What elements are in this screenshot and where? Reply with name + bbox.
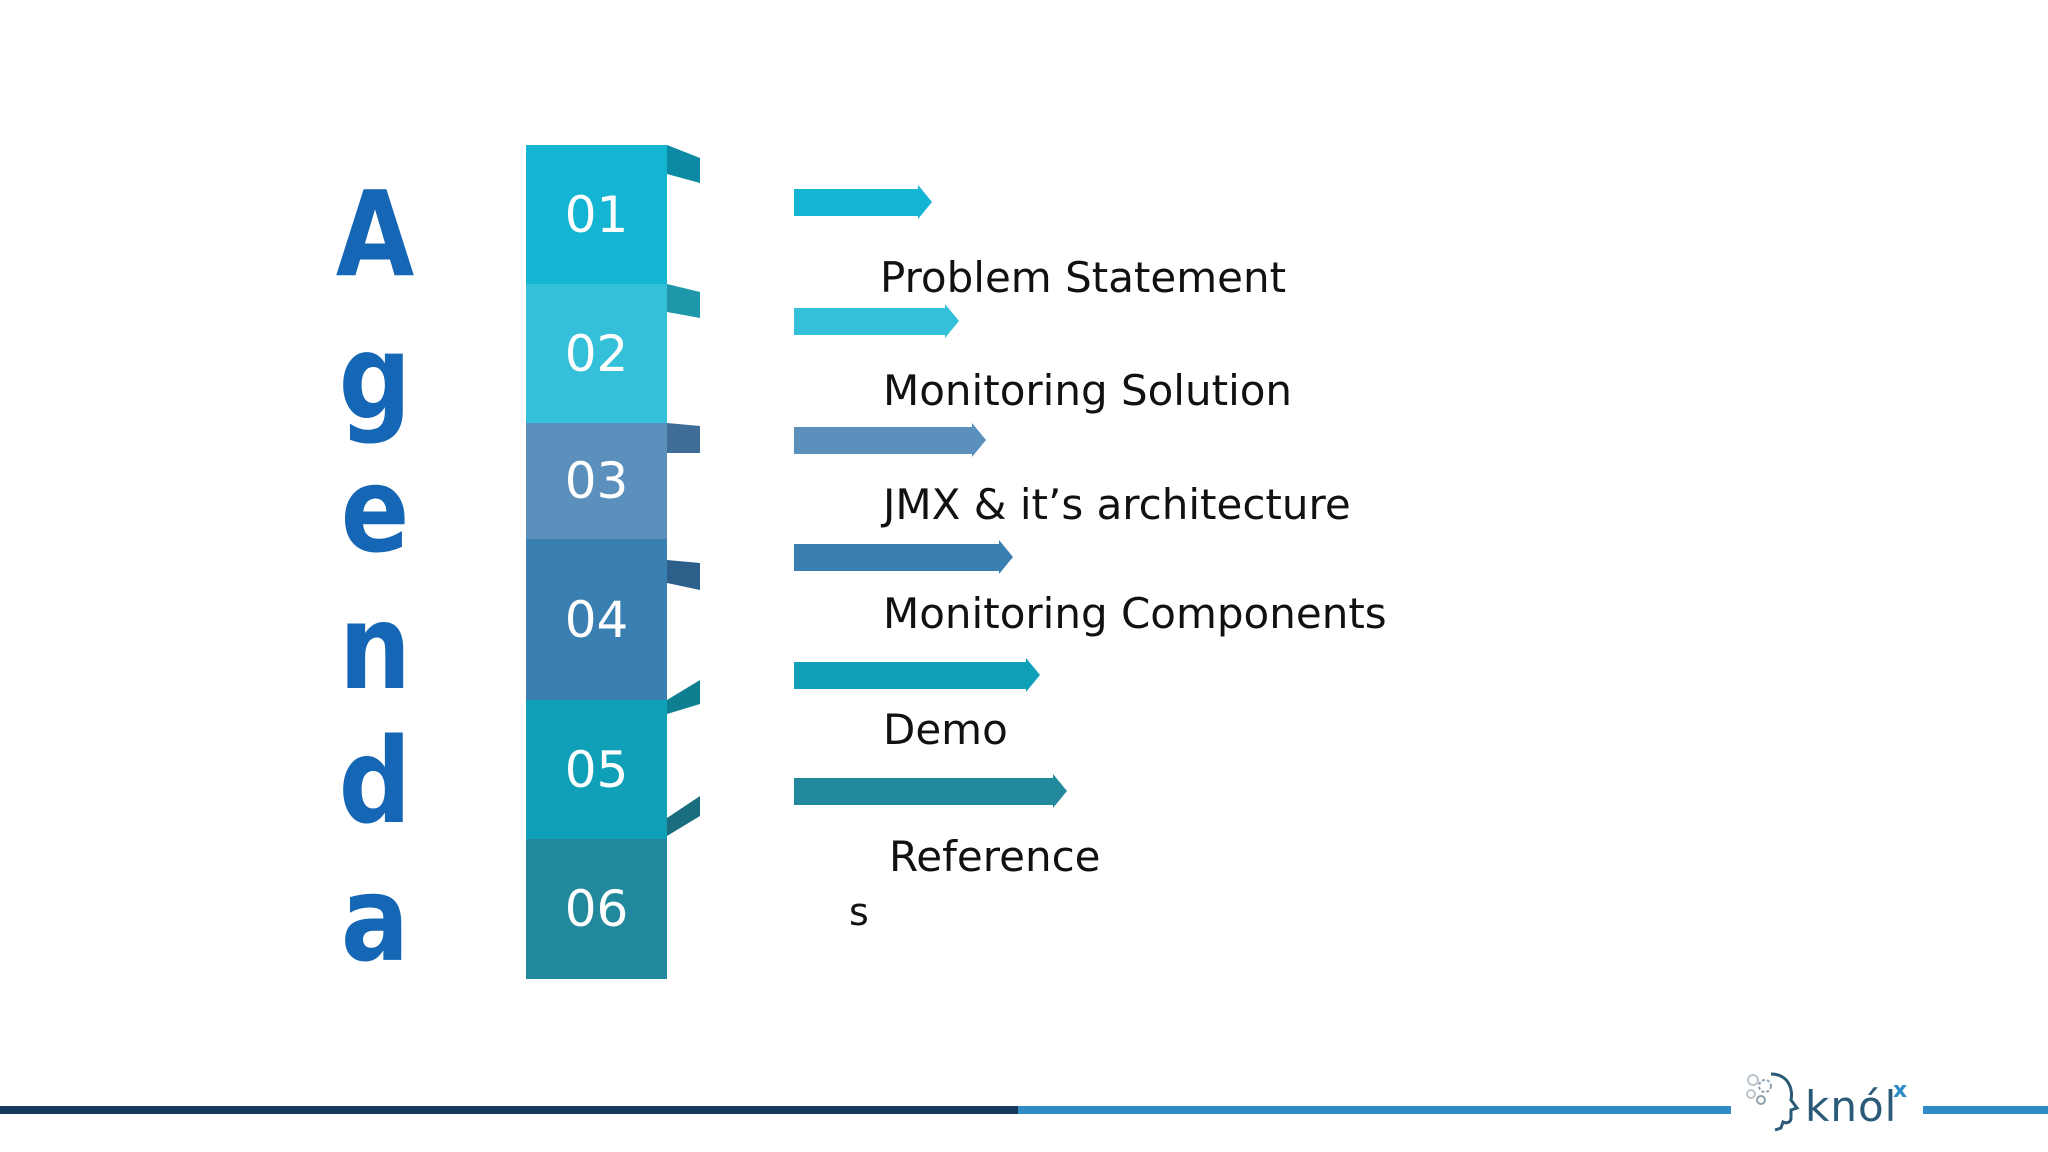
fold-tab-04 <box>667 560 700 590</box>
number-block-05: 05 <box>526 700 667 839</box>
number-block-04: 04 <box>526 539 667 700</box>
agenda-item-label-06-overflow: s <box>849 890 869 934</box>
logo-superscript: x <box>1893 1078 1908 1103</box>
logo-text: knól <box>1805 1082 1898 1131</box>
knolx-logo <box>1731 1048 1923 1152</box>
agenda-letter-g: g <box>338 308 412 446</box>
number-block-06: 06 <box>526 839 667 979</box>
agenda-item-label-01: Problem Statement <box>880 253 1287 302</box>
fold-tab-05 <box>667 680 700 714</box>
fold-tab-03 <box>667 423 700 453</box>
agenda-letter-e: e <box>340 441 410 579</box>
agenda-letter-n: n <box>338 578 412 716</box>
fold-tab-01 <box>667 145 700 183</box>
agenda-letter-d: d <box>338 712 412 850</box>
agenda-letter-a: A <box>335 165 415 303</box>
fold-tab-02 <box>667 284 700 318</box>
agenda-item-label-04: Monitoring Components <box>883 589 1387 638</box>
agenda-item-label-02: Monitoring Solution <box>883 366 1293 415</box>
number-block-03: 03 <box>526 423 667 539</box>
agenda-item-label-06: Reference <box>889 832 1101 881</box>
agenda-letter-a2: a <box>340 850 410 988</box>
number-block-02: 02 <box>526 284 667 423</box>
footer-line-light <box>1018 1106 2048 1114</box>
number-block-01: 01 <box>526 145 667 284</box>
agenda-item-label-03: JMX & it’s architecture <box>883 480 1351 529</box>
agenda-item-label-05: Demo <box>883 705 1008 754</box>
head-gears-icon <box>1746 1072 1800 1132</box>
footer-line-dark <box>0 1106 1018 1114</box>
fold-tab-06 <box>667 796 700 836</box>
